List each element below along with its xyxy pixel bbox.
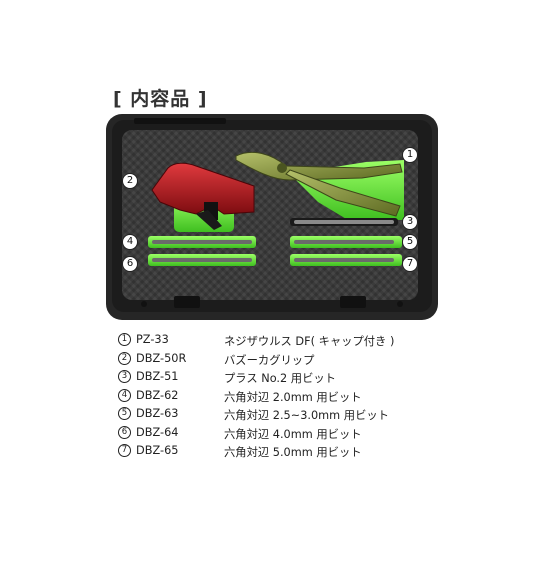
grip-image <box>151 162 255 230</box>
item-code: DBZ-65 <box>136 444 179 457</box>
pliers-image <box>235 151 403 217</box>
callout-1: 1 <box>402 147 418 163</box>
item-desc: プラス No.2 用ビット <box>224 372 336 385</box>
callout-3: 3 <box>402 214 418 230</box>
item-number: 4 <box>118 388 131 402</box>
item-desc: バズーカグリップ <box>224 353 315 367</box>
list-item: 6 DBZ-64 六角対辺 4.0mm 用ビット <box>118 425 438 444</box>
list-item: 7 DBZ-65 六角対辺 5.0mm 用ビット <box>118 443 438 462</box>
item-number: 2 <box>118 351 131 365</box>
item-desc: 六角対辺 2.5~3.0mm 用ビット <box>224 409 389 422</box>
callout-2: 2 <box>122 173 138 189</box>
toolcase-image <box>104 110 440 326</box>
list-item: 2 DBZ-50R バズーカグリップ <box>118 351 438 370</box>
item-desc: ネジザウルス DF( キャップ付き ) <box>224 335 395 348</box>
item-desc: 六角対辺 5.0mm 用ビット <box>224 446 362 459</box>
latch-left <box>174 296 200 308</box>
callout-6: 6 <box>122 256 138 272</box>
item-code: DBZ-64 <box>136 425 179 439</box>
callout-4: 4 <box>122 234 138 250</box>
callout-7: 7 <box>402 256 418 272</box>
list-item: 5 DBZ-63 六角対辺 2.5~3.0mm 用ビット <box>118 406 438 425</box>
item-number: 6 <box>118 425 131 439</box>
list-item: 1 PZ-33 ネジザウルス DF( キャップ付き ) <box>118 332 438 351</box>
bit-image <box>148 218 402 266</box>
item-number: 7 <box>118 444 131 457</box>
latch-right <box>340 296 366 308</box>
item-number: 1 <box>118 333 131 346</box>
item-list: 1 PZ-33 ネジザウルス DF( キャップ付き ) 2 DBZ-50R バズ… <box>118 332 438 462</box>
item-code: DBZ-51 <box>136 370 179 383</box>
item-code: DBZ-62 <box>136 388 179 402</box>
item-code: DBZ-50R <box>136 351 187 365</box>
list-item: 3 DBZ-51 プラス No.2 用ビット <box>118 369 438 388</box>
item-number: 3 <box>118 370 131 383</box>
item-number: 5 <box>118 407 131 420</box>
item-code: DBZ-63 <box>136 407 179 420</box>
item-code: PZ-33 <box>136 333 169 346</box>
list-item: 4 DBZ-62 六角対辺 2.0mm 用ビット <box>118 388 438 407</box>
callout-5: 5 <box>402 234 418 250</box>
page-title: [ 内容品 ] <box>113 88 208 110</box>
toolcase-svg <box>106 114 438 320</box>
item-desc: 六角対辺 2.0mm 用ビット <box>224 390 362 404</box>
item-desc: 六角対辺 4.0mm 用ビット <box>224 427 362 441</box>
